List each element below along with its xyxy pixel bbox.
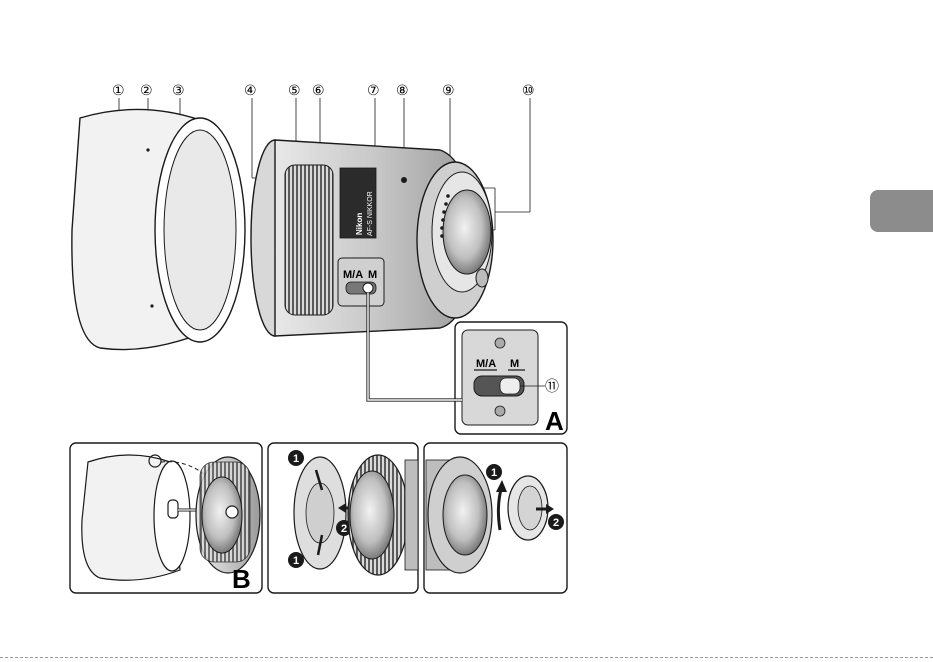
panel-d-step-2: 2 [553,517,559,529]
mounting-index [401,177,407,183]
callout-2: ② [140,83,153,99]
callout-4: ④ [244,83,257,99]
callout-5: ⑤ [288,83,301,99]
lens-brand-text: Nikon [355,213,364,235]
hood-index-mark [146,148,149,151]
callout-8: ⑧ [396,83,409,99]
panel-d-step-1: 1 [491,467,497,479]
hood-bayonet-mark [150,304,153,307]
callout-10: ⑩ [522,83,535,99]
callout-9: ⑨ [442,83,455,99]
panel-c-step-2: 2 [341,523,347,535]
page-edge-dotted-line [0,657,933,658]
callout-row: ① ② ③ ④ ⑤ ⑥ ⑦ ⑧ ⑨ ⑩ [112,83,535,99]
focus-mode-switch [500,378,520,394]
panel-d: 1 2 [424,443,567,593]
callout-6: ⑥ [312,83,325,99]
body-switch-m: M [368,269,377,281]
callout-1: ① [112,83,125,99]
callout-7: ⑦ [367,83,380,99]
panel-a-letter: A [545,406,564,436]
body-switch-ma: M/A [343,269,363,281]
lens-body: Nikon AF-S NIKKOR M/A M [251,140,493,336]
rear-glass [443,190,491,274]
panel-a-switch-m: M [510,358,519,370]
panel-c-step-1b: 1 [293,555,299,567]
panel-b-letter: B [232,564,251,594]
lens-hood [72,109,245,349]
panel-a-switch-ma: M/A [476,358,496,370]
panel-a: M/A M ⑪ A [455,322,567,436]
callout-11: ⑪ [545,379,559,395]
focus-ring [285,165,333,315]
lens-model-text: AF-S NIKKOR [367,191,374,236]
panel-b: B [70,443,262,594]
callout-3: ③ [172,83,185,99]
panel-c: 1 1 2 [268,443,418,593]
section-tab [870,190,933,232]
panel-c-step-1: 1 [293,453,299,465]
